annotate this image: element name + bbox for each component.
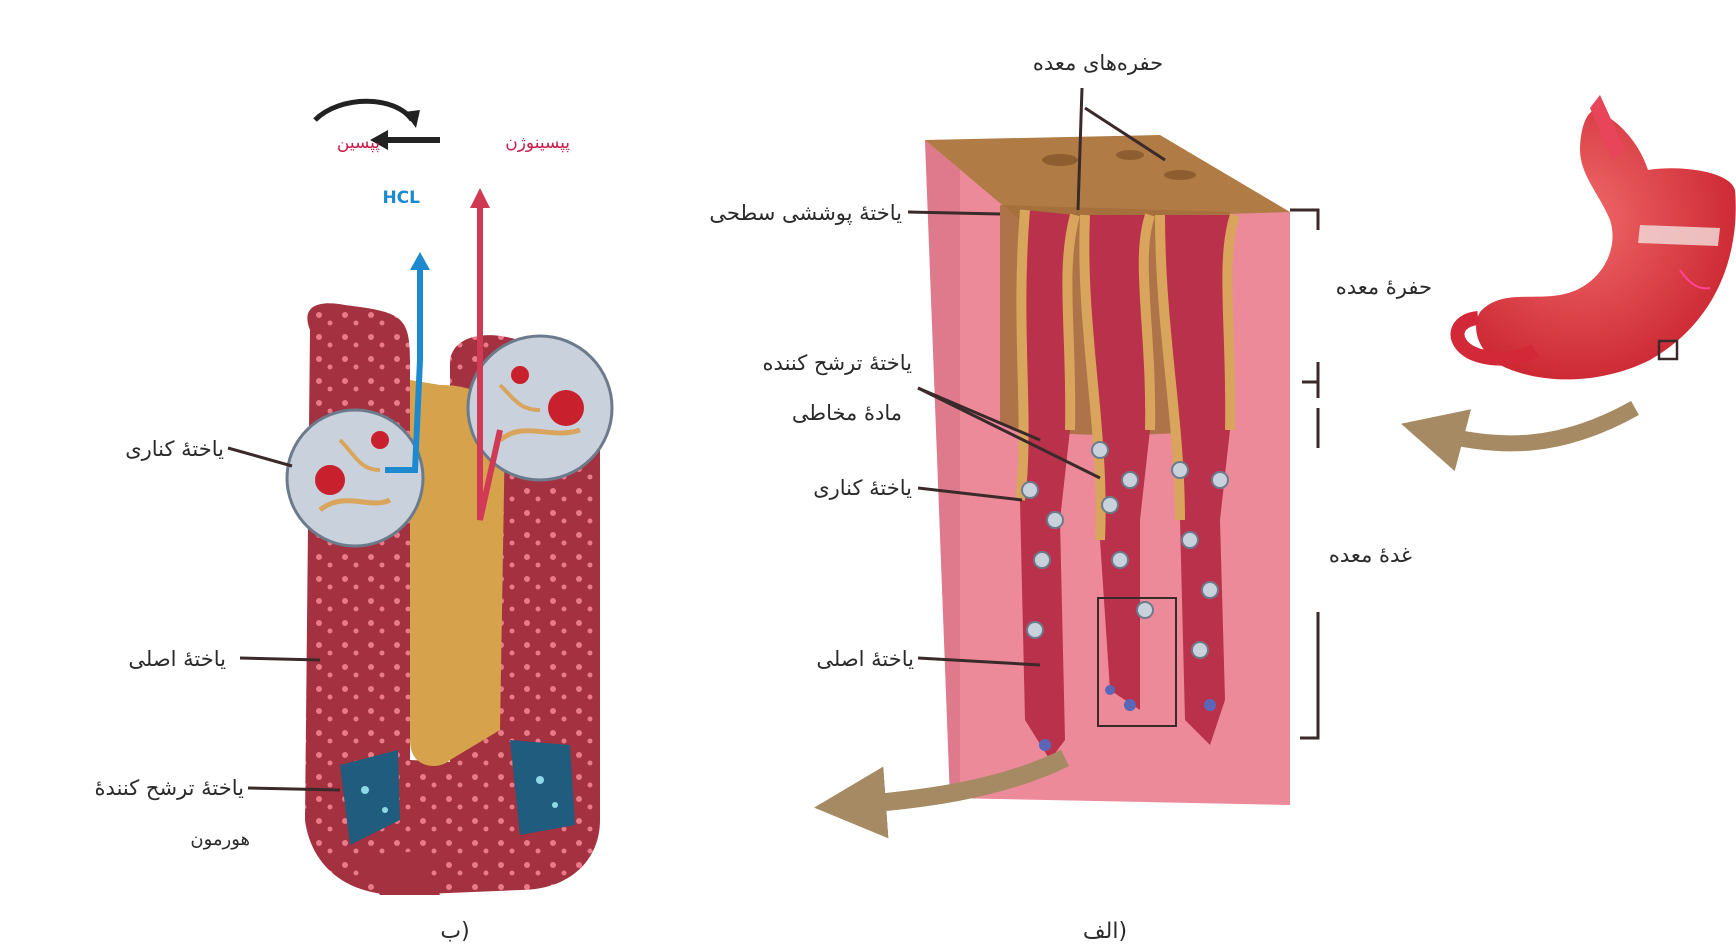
label-pepsinogen: پپسینوژن bbox=[505, 133, 570, 153]
label-parietal-cell-a: یاختهٔ کناری bbox=[813, 476, 912, 500]
label-hcl: HCL bbox=[382, 188, 420, 208]
label-gastric-pit: حفرهٔ معده bbox=[1336, 275, 1432, 299]
label-chief-cell-a: یاختهٔ اصلی bbox=[816, 647, 914, 671]
label-hormone-cell-line2: هورمون bbox=[190, 829, 250, 850]
label-gastric-pits: حفره‌های معده bbox=[1033, 51, 1163, 75]
autocatalysis-arrow bbox=[315, 101, 412, 120]
caption-panel-b: ب) bbox=[440, 919, 469, 944]
label-gastric-gland: غدهٔ معده bbox=[1329, 543, 1412, 567]
zoom-arrow-right bbox=[1432, 408, 1635, 443]
caption-panel-a: الف) bbox=[1083, 919, 1127, 944]
label-parietal-cell-b: یاختهٔ کناری bbox=[125, 437, 224, 461]
label-pepsin: پپسین bbox=[337, 133, 380, 153]
label-surface-epithelium: یاختهٔ پوششی سطحی bbox=[709, 201, 902, 225]
parietal-cell-left bbox=[287, 410, 423, 546]
gastric-glands bbox=[1020, 210, 1235, 760]
label-mucus-cell-line2: مادهٔ مخاطی bbox=[792, 401, 902, 425]
parietal-cell-right bbox=[468, 336, 612, 480]
label-chief-cell-b: یاختهٔ اصلی bbox=[128, 647, 226, 671]
label-hormone-cell-line1: یاختهٔ ترشح کنندهٔ bbox=[95, 776, 245, 800]
label-mucus-cell-line1: یاختهٔ ترشح کننده bbox=[763, 351, 913, 375]
stomach-illustration bbox=[1458, 95, 1736, 379]
